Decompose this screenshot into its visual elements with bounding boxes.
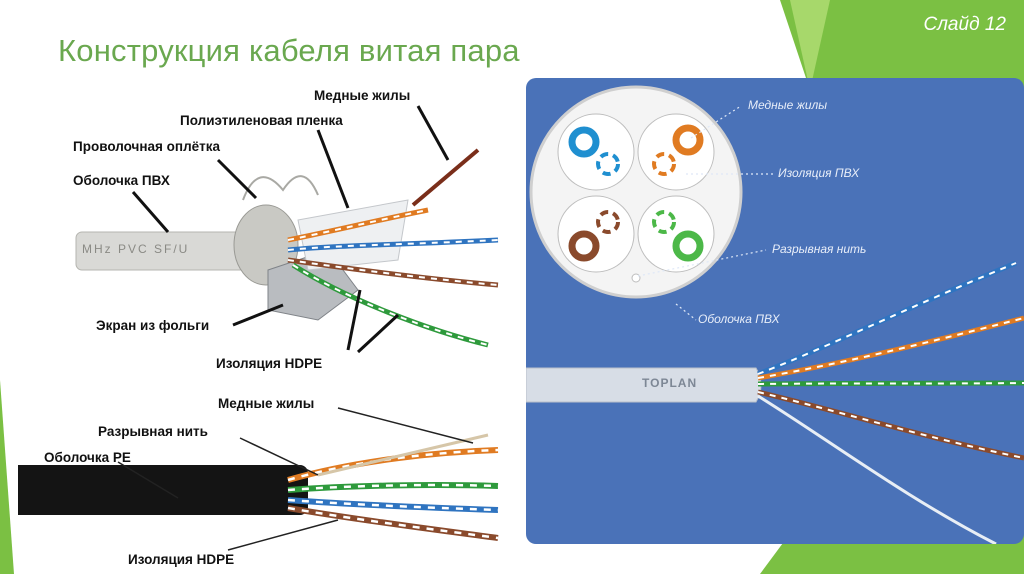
slide-number: Слайд 12 [923, 14, 1007, 35]
label-pe-sheath: Оболочка PE [44, 450, 131, 465]
label-polyethylene-film: Полиэтиленовая пленка [180, 113, 343, 128]
cable-jacket-shape [525, 367, 762, 403]
right-cable-photo: TOPLAN Медные жилы Изоляция ПВХ Разрывна… [525, 78, 1024, 546]
label-pvc-sheath: Оболочка ПВХ [73, 173, 170, 188]
label-pvc-insulation: Изоляция ПВХ [778, 166, 860, 180]
label-foil-shield: Экран из фольги [96, 318, 210, 333]
top-right-light-triangle [790, 0, 830, 90]
label-pvc-sheath-right: Оболочка ПВХ [698, 312, 780, 326]
label-wire-braid: Проволочная оплётка [73, 139, 221, 154]
label-rip-cord: Разрывная нить [98, 424, 208, 439]
slide-title: Конструкция кабеля витая пара [58, 33, 520, 68]
label-rip-cord-right: Разрывная нить [772, 242, 867, 256]
label-copper-cores-top: Медные жилы [314, 88, 411, 103]
cross-section-circle [529, 85, 743, 299]
top-cable-print: MHz PVC SF/U [82, 242, 190, 256]
left-cable-illustration [8, 105, 499, 551]
top-right-green-band [780, 0, 1024, 90]
label-copper-cores-bottom: Медные жилы [218, 396, 315, 411]
left-cable-diagram: MHz PVC SF/U Медные жилы Полиэтиленовая … [8, 80, 518, 574]
pair-cross-sections [557, 113, 715, 283]
label-hdpe-insulation-bottom: Изоляция HDPE [128, 552, 235, 567]
right-cable-illustration [525, 78, 1024, 546]
pe-sheath-shape [8, 465, 308, 515]
cable-print-toplan: TOPLAN [642, 376, 698, 390]
label-hdpe-insulation-top: Изоляция HDPE [216, 356, 323, 371]
bottom-left-green-sliver [0, 380, 14, 574]
label-copper-cores-right: Медные жилы [748, 98, 828, 112]
